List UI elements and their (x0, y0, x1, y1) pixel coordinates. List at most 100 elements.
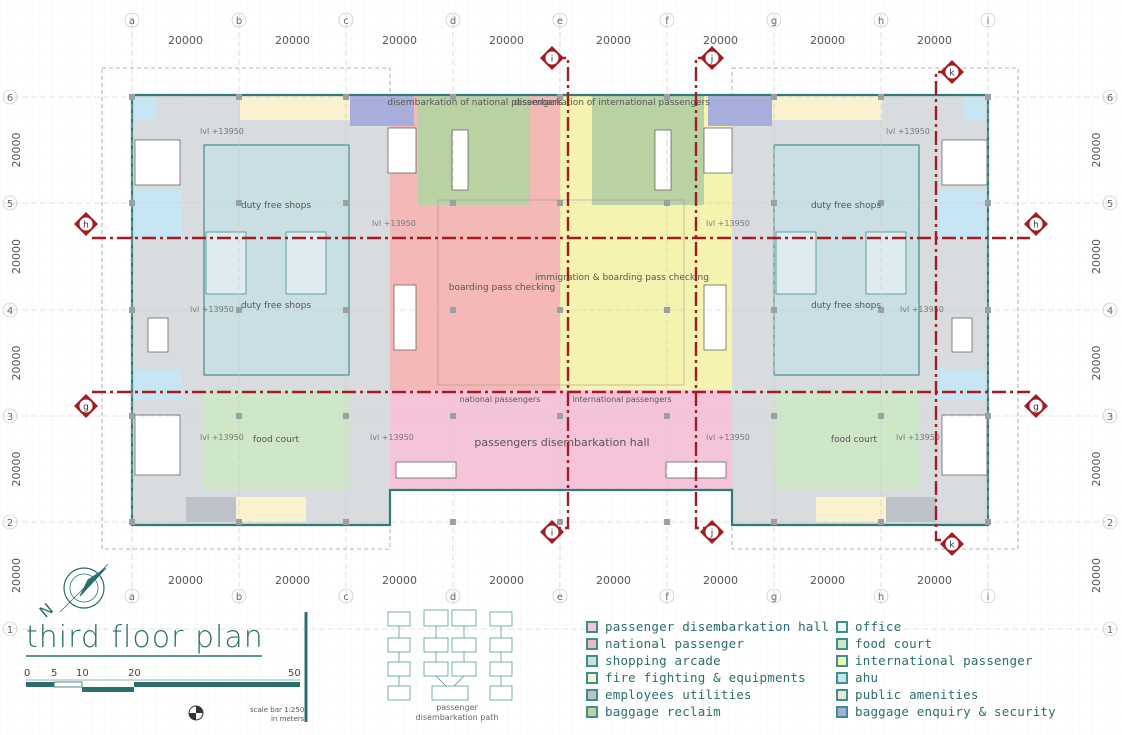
structural-grid: aa2000020000bb2000020000cc2000020000dd20… (2, 12, 1118, 637)
legend-label: baggage enquiry & security (855, 704, 1056, 719)
structural-column (343, 413, 349, 419)
shop-block-2 (285, 231, 327, 295)
structural-column (771, 307, 777, 313)
grid-bubble (766, 588, 782, 604)
structural-column (450, 307, 456, 313)
label-disembarkation-national: disembarkation of national passengers (387, 98, 562, 108)
section-marker-bubble (78, 398, 94, 414)
zone-ahu-left-2 (134, 190, 182, 238)
section-marker-label: i (551, 55, 554, 65)
dimension-label: 20000 (10, 239, 23, 274)
level-tag: lvl +13950 (886, 127, 930, 136)
legend-item: employees utilities (586, 687, 752, 702)
legend-label: food court (855, 636, 933, 651)
structural-column (985, 519, 991, 525)
structural-column (236, 519, 242, 525)
level-tag: lvl +13950 (900, 305, 944, 314)
label-boarding-pass: boarding pass checking (449, 283, 556, 293)
legend-label: office (855, 619, 902, 634)
grid-label-column: c (343, 16, 349, 27)
legend-item: national passenger (586, 636, 744, 651)
toilets-left (134, 139, 181, 186)
structural-column (450, 413, 456, 419)
units-label: in meters (270, 715, 305, 723)
section-marker-bubble (1028, 398, 1044, 414)
legend-label: ahu (855, 670, 879, 685)
structural-column (878, 94, 884, 100)
dimension-label: 20000 (703, 34, 738, 47)
grid-label-column: c (343, 592, 349, 603)
grid-label-row: 2 (7, 518, 13, 529)
legend-swatch (836, 671, 848, 684)
section-marker-bubble (78, 216, 94, 232)
dimension-label: 20000 (1090, 239, 1103, 274)
grid-label-row: 2 (1107, 518, 1113, 529)
scale-tick-label: 0 (24, 668, 31, 679)
zone-ahu-right-2 (938, 190, 986, 238)
label-food-court-left: food court (253, 435, 300, 445)
legend-swatch (836, 705, 848, 718)
label-duty-free-right-2: duty free shops (811, 301, 881, 311)
dimension-label: 20000 (168, 574, 203, 587)
scale-bar (26, 679, 300, 692)
dimension-label: 20000 (1090, 452, 1103, 487)
dimension-label: 20000 (10, 452, 23, 487)
grid-label-column: d (450, 592, 456, 603)
section-marker-bubble (544, 524, 560, 540)
section-marker-bubble (944, 64, 960, 80)
grid-label-column: a (129, 592, 135, 603)
level-tag: lvl +13950 (200, 127, 244, 136)
zone-employees-right (886, 497, 936, 522)
structural-column (557, 94, 563, 100)
grid-bubble (766, 12, 782, 28)
label-food-court-right: food court (831, 435, 878, 445)
grid-bubble (2, 621, 18, 637)
structural-column (664, 307, 670, 313)
structural-column (985, 94, 991, 100)
lifts-right (703, 127, 733, 174)
dimension-label: 20000 (810, 574, 845, 587)
legend-label: public amenities (855, 687, 979, 702)
legend-label: shopping arcade (605, 653, 721, 668)
grid-label-row: 4 (7, 306, 13, 317)
structural-column (450, 200, 456, 206)
label-national-passengers: national passengers (460, 395, 541, 404)
structural-column (236, 307, 242, 313)
zone-security-right (708, 96, 772, 126)
section-marker-label: j (710, 529, 714, 539)
grid-label-column: i (987, 16, 990, 27)
boundary-right (731, 67, 1019, 550)
legend-swatch (586, 637, 598, 650)
grid-label-column: f (665, 592, 669, 603)
zone-baggage-reclaim-left (418, 95, 530, 205)
shop-block-4 (865, 231, 907, 295)
zone-ahu-left-3 (134, 370, 182, 400)
structural-column (664, 200, 670, 206)
section-marker-label: g (1033, 403, 1039, 413)
stairs-right (951, 317, 973, 353)
legend-item: baggage enquiry & security (836, 704, 1056, 719)
grid-bubble (873, 12, 889, 28)
zone-ahu-right (964, 98, 986, 120)
grid-bubble (1102, 89, 1118, 105)
structural-column (343, 200, 349, 206)
dimension-label: 20000 (917, 574, 952, 587)
grid-bubble (445, 588, 461, 604)
legend-item: food court (836, 636, 932, 651)
grid-label-column: b (236, 16, 242, 27)
scale-label: scale bar 1:250 (250, 706, 305, 714)
grid-bubble (1102, 514, 1118, 530)
structural-column (985, 200, 991, 206)
structural-column (771, 94, 777, 100)
dimension-label: 20000 (596, 574, 631, 587)
zone-ahu-right-3 (938, 370, 986, 400)
structural-column (878, 413, 884, 419)
legend-swatch (836, 688, 848, 701)
grid-bubble (124, 12, 140, 28)
lifts-left (387, 127, 417, 174)
structural-column (129, 413, 135, 419)
scale-note: scale bar 1:250 in meters (250, 706, 304, 724)
grid-label-row: 6 (7, 93, 13, 104)
structural-column (557, 200, 563, 206)
grid-label-column: a (129, 16, 135, 27)
